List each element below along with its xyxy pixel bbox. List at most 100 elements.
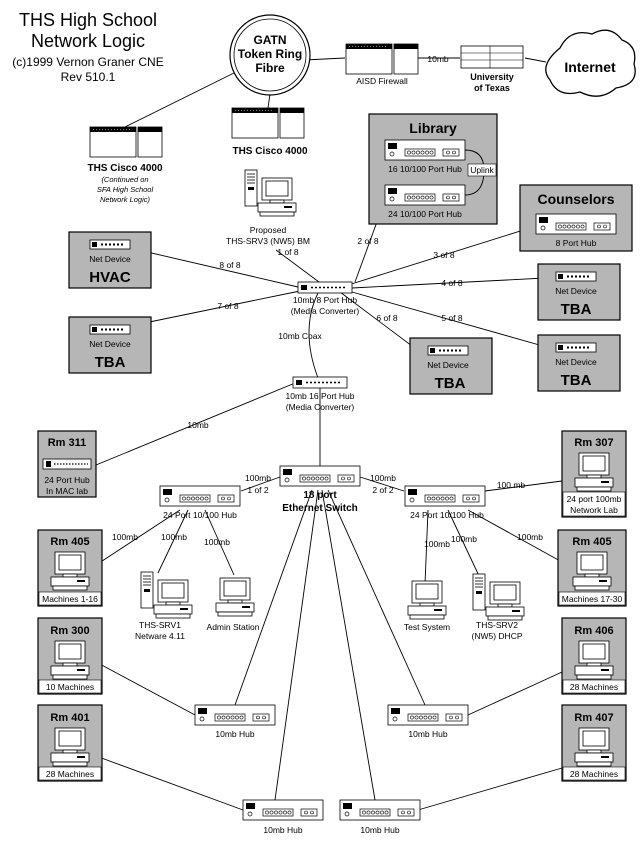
admin-station: Admin Station 100mb [204,537,260,632]
token-ring: GATN Token Ring Fibre [229,14,311,96]
srv1-link: 100mb [161,532,187,542]
srv1-label-2: Netware 4.11 [135,631,185,641]
rm401-label: 28 Machines [46,769,94,779]
tba-right-1-box: Net Device TBA 4 of 8 [441,263,621,321]
link-10mb-label: 10mb [187,420,209,430]
tba-right-2-box: Net Device TBA 5 of 8 [441,313,621,392]
switch-label-2: Ethernet Switch [282,503,358,514]
tba-middle-device-label: Net Device [427,360,469,370]
admin-link: 100mb [204,537,230,547]
tba-right-1-device-label: Net Device [555,286,597,296]
switch-right-port: 2 of 2 [372,485,394,495]
counselors-port-label: 3 of 8 [433,250,455,260]
srv3-port-label: 1 of 8 [277,247,299,257]
srv1-server: THS-SRV1 Netware 4.11 100mb [135,532,193,641]
rm307-room: Rm 307 [574,437,613,449]
ut-label-2: of Texas [474,83,510,93]
internet-label: Internet [564,59,616,75]
rm407-label: 28 Machines [570,769,618,779]
cisco-left: THS Cisco 4000 (Continued on SFA High Sc… [87,126,163,204]
srv2-link: 100mb [451,534,477,544]
counselors-title: Counselors [537,191,614,207]
rm406-room: Rm 406 [574,625,613,637]
hvac-device-label: Net Device [89,254,131,264]
library-uplink-label: Uplink [470,165,494,175]
connection-lines [95,57,563,811]
rm405-right-box: Rm 405 Machines 17-30 100mb [517,529,627,607]
rm405-left-link: 100mb [112,532,138,542]
rm405-left-room: Rm 405 [50,536,89,548]
hub-10mb-1-label: 10mb Hub [215,729,254,739]
library-hub-2-label: 24 10/100 Port Hub [388,209,462,219]
srv2-label-2: (NW5) DHCP [472,631,523,641]
rm300-room: Rm 300 [50,625,89,637]
counselors-box: Counselors 8 Port Hub 3 of 8 [433,184,633,260]
test-label: Test System [404,622,450,632]
tba-left-device-label: Net Device [89,339,131,349]
rm405-right-label: Machines 17-30 [562,594,623,604]
library-port-label: 2 of 8 [357,236,379,246]
ut-label-1: University [470,72,514,82]
tba-middle-port-label: 6 of 8 [376,313,398,323]
rm307-label-1: 24 port 100mb [567,494,622,504]
hub-10mb-2: 10mb Hub [387,704,469,739]
hub-16-label-1: 10mb 16 Port Hub [286,391,355,401]
srv3-label-1: Proposed [250,225,287,235]
hub-8-port: 10mb 8 Port Hub (Media Converter) [291,281,360,316]
tba-left-title: TBA [95,354,126,371]
switch-label-1: 18 port [303,490,337,501]
hub-16-label-2: (Media Converter) [286,402,355,412]
hub-24-right-label: 24 Port 10/100 Hub [410,510,484,520]
rm405-right-link: 100mb [517,532,543,542]
switch-left-port: 1 of 2 [247,485,269,495]
hub-10mb-3-label: 10mb Hub [263,825,302,835]
hub-8-label-2: (Media Converter) [291,306,360,316]
rm311-label-1: 24 Port Hub [44,475,90,485]
rm406-box: Rm 406 28 Machines [561,617,627,695]
ethernet-switch: 18 port Ethernet Switch 100mb 1 of 2 100… [245,465,396,514]
test-system: Test System 100mb [404,539,450,632]
cisco-center: THS Cisco 4000 [231,107,308,157]
tba-right-2-title: TBA [561,372,592,389]
title-line-2: Network Logic [31,31,145,51]
rm407-room: Rm 407 [574,712,613,724]
hub-24-left-label: 24 Port 10/100 Hub [163,510,237,520]
ut-device: University of Texas [460,45,524,93]
coax-label: 10mb Coax [278,331,322,341]
tba-right-2-device-label: Net Device [555,357,597,367]
rm307-label-2: Network Lab [570,505,618,515]
srv2-server: THS-SRV2 (NW5) DHCP 100mb [451,534,525,641]
rm300-label: 10 Machines [46,682,94,692]
hub-16-port: 10mb 16 Port Hub (Media Converter) [286,376,355,412]
tba-right-1-title: TBA [561,301,592,318]
hub-24-left: 24 Port 10/100 Hub [159,485,241,520]
test-link: 100mb [424,539,450,549]
copyright-text: (c)1999 Vernon Graner CNE [12,55,163,69]
ring-label-2: Token Ring [238,47,302,61]
tba-right-2-port-label: 5 of 8 [441,313,463,323]
hvac-box: Net Device HVAC 8 of 8 [68,231,241,289]
hub-10mb-1: 10mb Hub [194,704,276,739]
tba-middle-title: TBA [435,375,466,392]
hub-10mb-3: 10mb Hub [242,799,324,835]
hub-8-label-1: 10mb 8 Port Hub [293,295,358,305]
switch-right-speed: 100mb [370,473,396,483]
library-hub-1-label: 16 10/100 Port Hub [388,164,462,174]
srv3-server: Proposed THS-SRV3 (NW5) BM 1 of 8 [226,169,310,257]
rm311-box: Rm 311 24 Port Hub In MAC lab [37,430,97,498]
hub-24-right: 24 Port 10/100 Hub [404,485,486,520]
revision-text: Rev 510.1 [61,70,116,84]
srv3-label-2: THS-SRV3 (NW5) BM [226,236,310,246]
hvac-port-label: 8 of 8 [219,260,241,270]
tba-left-port-label: 7 of 8 [217,301,239,311]
firewall-link-label: 10mb [427,54,449,64]
rm405-left-label: Machines 1-16 [42,594,98,604]
rm311-room: Rm 311 [48,437,87,449]
title-block: THS High School Network Logic (c)1999 Ve… [12,10,163,84]
srv1-label-1: THS-SRV1 [139,620,181,630]
rm405-right-room: Rm 405 [572,536,611,548]
cisco-left-label: THS Cisco 4000 [87,163,162,174]
rm307-link-label: 100 mb [497,480,526,490]
